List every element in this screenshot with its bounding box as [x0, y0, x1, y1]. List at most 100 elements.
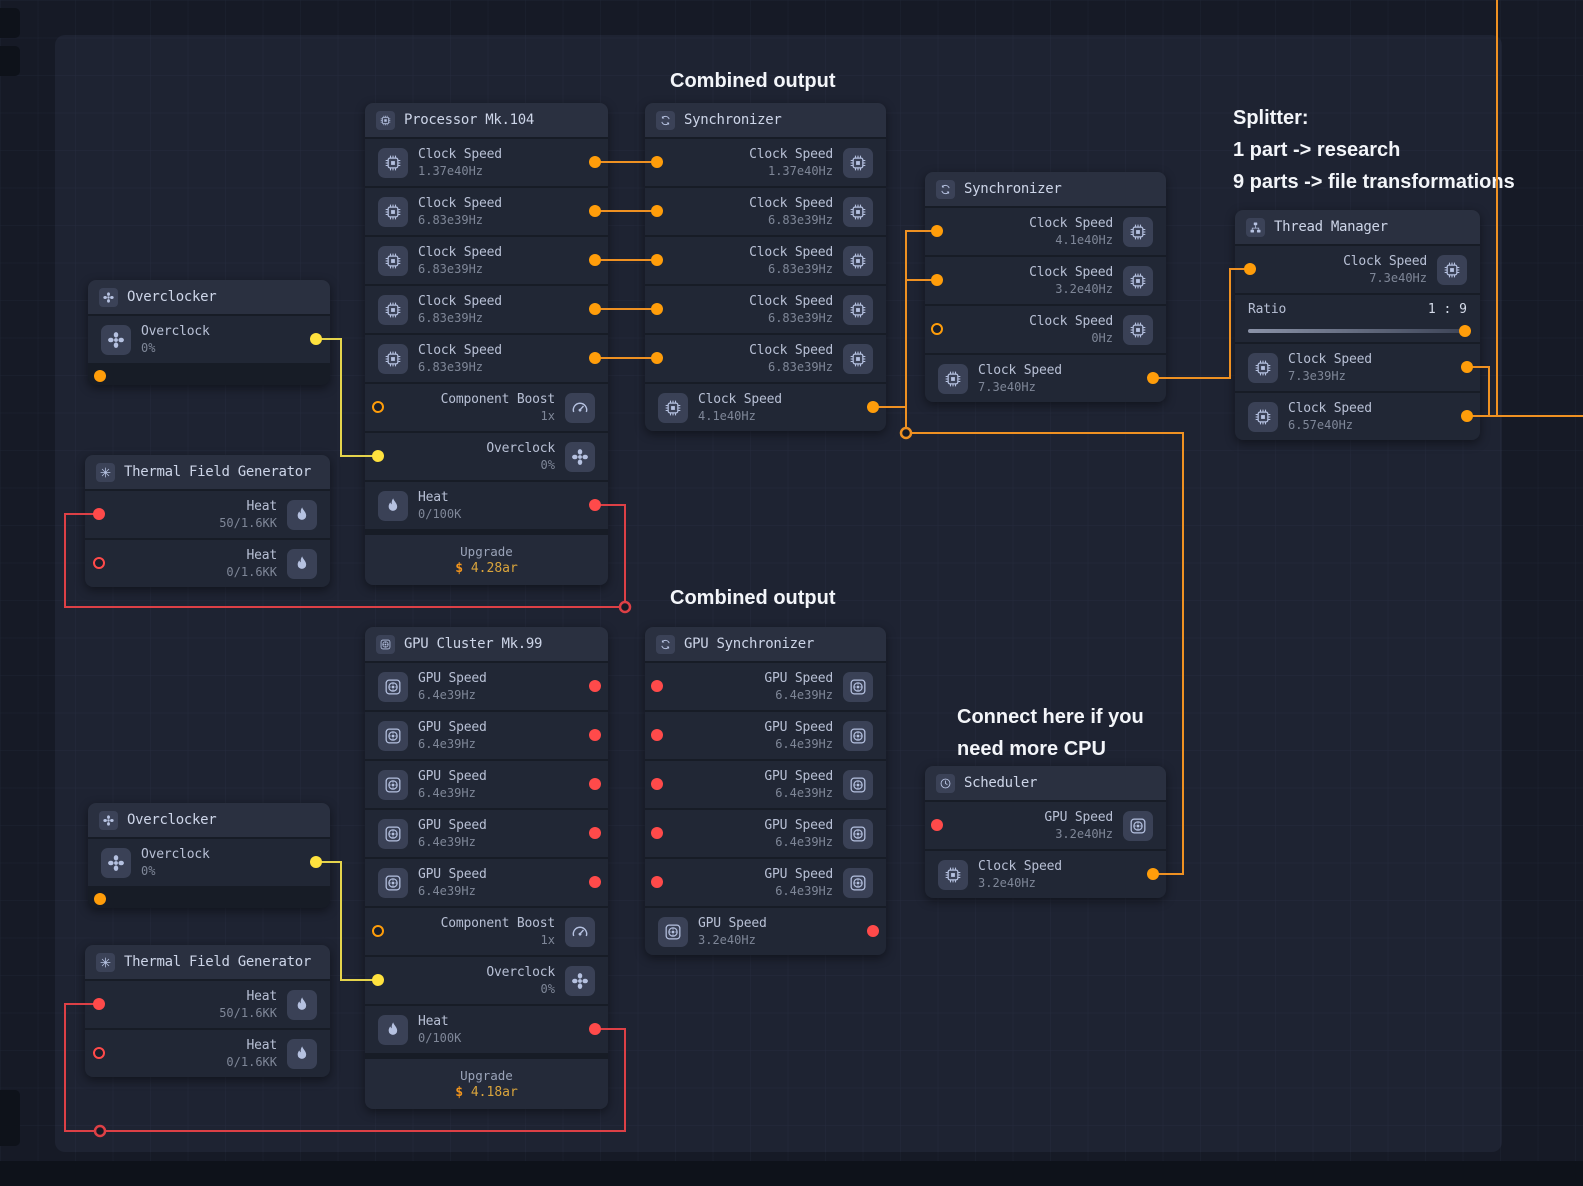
port-oc2-aux-out[interactable] — [94, 893, 106, 905]
fan-icon — [99, 287, 118, 307]
port-proc-clock-out-2[interactable] — [589, 205, 601, 217]
port-gsync-gpu-out[interactable] — [867, 925, 879, 937]
cpu-icon — [378, 147, 408, 178]
node-footer — [88, 886, 330, 908]
node-header[interactable]: Thermal Field Generator — [85, 945, 330, 979]
port-tfg1-heat-in-1[interactable] — [93, 508, 105, 520]
port-proc-clock-out-1[interactable] — [589, 156, 601, 168]
port-gpu-heat-out[interactable] — [589, 1023, 601, 1035]
port-proc-clock-out-5[interactable] — [589, 352, 601, 364]
port-gpu-speed-out-5[interactable] — [589, 876, 601, 888]
port-sync1-in-1[interactable] — [651, 156, 663, 168]
port-oc1-aux-out[interactable] — [94, 370, 106, 382]
cpu-icon — [1248, 401, 1278, 432]
port-gsync-in-1[interactable] — [651, 680, 663, 692]
port-proc-heat-out[interactable] — [589, 499, 601, 511]
port-proc-boost-in[interactable] — [372, 401, 384, 413]
node-header[interactable]: Synchronizer — [645, 103, 886, 137]
port-sync1-clock-out[interactable] — [867, 401, 879, 413]
cpu-icon — [843, 147, 873, 178]
port-sync1-in-4[interactable] — [651, 303, 663, 315]
port-tm-clock-in[interactable] — [1244, 263, 1256, 275]
port-gpu-speed-out-3[interactable] — [589, 778, 601, 790]
port-sync1-in-5[interactable] — [651, 352, 663, 364]
port-gpu-speed-out-1[interactable] — [589, 680, 601, 692]
port-gpu-overclock-in[interactable] — [372, 974, 384, 986]
port-sched-gpu-in[interactable] — [931, 819, 943, 831]
port-tfg2-heat-in-1[interactable] — [93, 998, 105, 1010]
port-oc2-overclock-out[interactable] — [310, 856, 322, 868]
node-header[interactable]: Thermal Field Generator — [85, 455, 330, 489]
port-gsync-in-4[interactable] — [651, 827, 663, 839]
port-tm-clock-out-2[interactable] — [1461, 410, 1473, 422]
cpu-icon — [378, 343, 408, 374]
port-tfg1-heat-in-2[interactable] — [93, 557, 105, 569]
dollar-icon: $ — [455, 1085, 464, 1100]
thermal-icon — [96, 952, 115, 972]
node-footer — [88, 363, 330, 385]
gpu-icon — [378, 671, 408, 702]
sync-icon — [936, 179, 955, 199]
node-header[interactable]: Overclocker — [88, 803, 330, 837]
collapsed-panel-tab[interactable] — [0, 46, 20, 76]
port-sync1-in-2[interactable] — [651, 205, 663, 217]
port-sched-clock-out[interactable] — [1147, 868, 1159, 880]
flame-icon — [378, 1014, 408, 1045]
collapsed-panel-tab[interactable] — [0, 8, 20, 38]
port-sync2-in-2[interactable] — [931, 274, 943, 286]
upgrade-button[interactable]: Upgrade $ 4.28ar — [365, 535, 608, 585]
port-sync2-clock-out[interactable] — [1147, 372, 1159, 384]
collapsed-panel-tab[interactable] — [0, 1090, 20, 1146]
port-gsync-in-2[interactable] — [651, 729, 663, 741]
port-tm-clock-out-1[interactable] — [1461, 361, 1473, 373]
port-gpu-boost-in[interactable] — [372, 925, 384, 937]
node-title: Thermal Field Generator — [124, 954, 311, 970]
port-gsync-in-5[interactable] — [651, 876, 663, 888]
fan-icon — [101, 847, 131, 878]
port-proc-overclock-in[interactable] — [372, 450, 384, 462]
ratio-slider-handle[interactable] — [1459, 324, 1471, 337]
node-header[interactable]: GPU Synchronizer — [645, 627, 886, 661]
port-proc-clock-out-3[interactable] — [589, 254, 601, 266]
port-gpu-speed-out-4[interactable] — [589, 827, 601, 839]
upgrade-button[interactable]: Upgrade $ 4.18ar — [365, 1059, 608, 1109]
node-header[interactable]: Thread Manager — [1235, 210, 1480, 244]
node-header[interactable]: Scheduler — [925, 766, 1166, 800]
node-header[interactable]: Processor Mk.104 — [365, 103, 608, 137]
port-gpu-speed-out-2[interactable] — [589, 729, 601, 741]
port-gsync-in-3[interactable] — [651, 778, 663, 790]
node-header[interactable]: GPU Cluster Mk.99 — [365, 627, 608, 661]
node-header[interactable]: Overclocker — [88, 280, 330, 314]
port-proc-clock-out-4[interactable] — [589, 303, 601, 315]
port-tfg2-heat-in-2[interactable] — [93, 1047, 105, 1059]
node-title: Scheduler — [964, 775, 1038, 791]
cpu-icon — [658, 392, 688, 423]
port-sync1-in-3[interactable] — [651, 254, 663, 266]
node-header[interactable]: Synchronizer — [925, 172, 1166, 206]
port-oc1-overclock-out[interactable] — [310, 333, 322, 345]
ratio-slider[interactable] — [1248, 324, 1471, 337]
port-sync2-in-1[interactable] — [931, 225, 943, 237]
port-sync2-in-3[interactable] — [931, 323, 943, 335]
